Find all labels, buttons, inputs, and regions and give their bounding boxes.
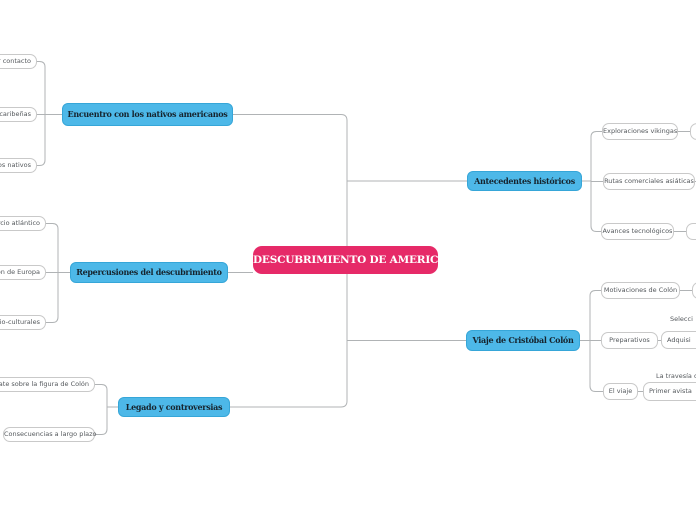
branch-encuentro[interactable]: Encuentro con los nativos americanos bbox=[62, 103, 233, 126]
child-preparativos[interactable]: Preparativos bbox=[601, 332, 658, 349]
branch-viaje[interactable]: Viaje de Cristóbal Colón bbox=[466, 330, 580, 351]
child-primer-avistamiento[interactable]: Primer avista bbox=[643, 382, 696, 401]
child-europa[interactable]: ción de Europa bbox=[0, 265, 46, 280]
child-comercio-atlantico[interactable]: ercio atlántico bbox=[0, 216, 46, 231]
child-exploraciones-vikingas[interactable]: Exploraciones vikingas bbox=[602, 123, 678, 140]
child-consecuencias[interactable]: Consecuencias a largo plazo bbox=[3, 427, 97, 442]
branch-repercusiones[interactable]: Repercusiones del descubrimiento bbox=[70, 262, 228, 283]
child-cutoff-after-vikingas[interactable] bbox=[690, 123, 696, 140]
link-antecedentes-children bbox=[582, 131, 603, 232]
child-nativos[interactable]: os nativos bbox=[0, 158, 37, 173]
link-legado-children bbox=[95, 384, 118, 435]
child-cutoff-after-avances[interactable] bbox=[686, 223, 696, 240]
child-primer-contacto[interactable]: r contacto bbox=[0, 54, 37, 69]
child-adquisicion[interactable]: Adquisi bbox=[661, 331, 696, 349]
branch-legado[interactable]: Legado y controversias bbox=[118, 397, 230, 417]
child-seleccion-text[interactable]: Selecci bbox=[670, 315, 693, 323]
child-el-viaje[interactable]: El viaje bbox=[603, 383, 638, 400]
child-debate-colon[interactable]: ebate sobre la figura de Colón bbox=[0, 377, 95, 392]
child-motivaciones-colon[interactable]: Motivaciones de Colón bbox=[601, 282, 680, 299]
child-avances-tecnologicos[interactable]: Avances tecnológicos bbox=[601, 223, 674, 240]
child-socio-culturales[interactable]: ocio-culturales bbox=[0, 315, 46, 330]
link-viaje-children bbox=[580, 290, 603, 392]
child-cutoff-after-motivaciones[interactable] bbox=[692, 282, 696, 299]
child-rutas-asiaticas[interactable]: Rutas comerciales asiáticas bbox=[603, 173, 695, 190]
branch-antecedentes[interactable]: Antecedentes históricos bbox=[467, 171, 582, 191]
child-travesia-text[interactable]: La travesía d bbox=[656, 372, 696, 380]
root-node[interactable]: DESCUBRIMIENTO DE AMERICA bbox=[253, 246, 446, 274]
link-repercusiones-children bbox=[46, 223, 70, 323]
child-caribenas[interactable]: caribeñas bbox=[0, 107, 37, 122]
link-encuentro-children bbox=[37, 61, 62, 166]
